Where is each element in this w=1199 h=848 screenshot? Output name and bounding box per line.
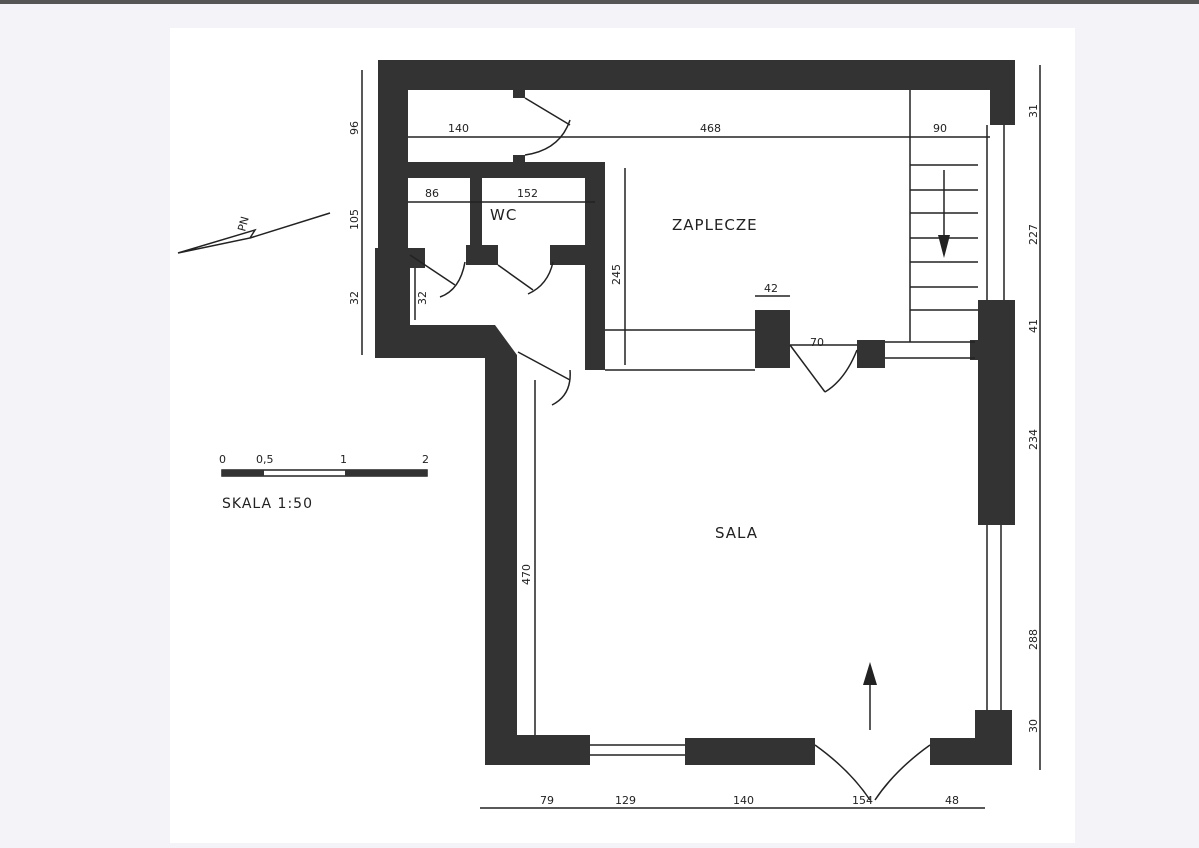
scale-tick: 0 — [219, 453, 226, 466]
doors — [409, 97, 931, 801]
dim-label: 288 — [1027, 629, 1040, 650]
wall-corridor-wc — [378, 162, 605, 178]
stair-arrow-icon — [938, 235, 950, 258]
wall-corner — [975, 710, 1012, 765]
wall-right-top — [990, 60, 1015, 125]
dim-label: 234 — [1027, 429, 1040, 450]
dim-label: 30 — [1027, 719, 1040, 733]
dim-label: 140 — [733, 794, 754, 807]
wall-partition — [470, 175, 482, 250]
dim-label: 48 — [945, 794, 959, 807]
wall-stub — [550, 245, 590, 265]
dim-label: 79 — [540, 794, 554, 807]
wall-bottom-mid — [685, 738, 815, 765]
dim-label: 129 — [615, 794, 636, 807]
room-label-wc: WC — [490, 206, 517, 224]
dim-label: 227 — [1027, 224, 1040, 245]
dim-label: 140 — [448, 122, 469, 135]
dim-label: 154 — [852, 794, 873, 807]
dim-label: 152 — [517, 187, 538, 200]
scale-tick: 1 — [340, 453, 347, 466]
dim-label: 468 — [700, 122, 721, 135]
dimension-lines — [361, 65, 1041, 809]
north-arrow: PN — [177, 212, 331, 254]
door-jamb — [513, 90, 525, 98]
dim-label: 86 — [425, 187, 439, 200]
scale-bar: 0 0,5 1 2 SKALA 1:50 — [219, 453, 429, 512]
dim-label: 41 — [1027, 319, 1040, 333]
dim-label: 32 — [416, 291, 429, 305]
walls — [375, 60, 1015, 765]
north-label: PN — [235, 215, 251, 233]
dimension-labels: 140 468 90 86 152 245 42 70 32 470 96 10… — [348, 104, 1040, 807]
column — [970, 340, 982, 360]
dim-label: 31 — [1027, 104, 1040, 118]
dim-label: 245 — [610, 264, 623, 285]
wall-bottom-left — [485, 735, 590, 765]
windows — [590, 125, 1005, 756]
room-label-zaplecze: ZAPLECZE — [672, 216, 758, 234]
partition-lines — [605, 90, 975, 371]
dim-label: 470 — [520, 564, 533, 585]
room-label-sala: SALA — [715, 524, 758, 542]
dim-label: 70 — [810, 336, 824, 349]
paper-sheet — [170, 28, 1075, 843]
dim-label: 90 — [933, 122, 947, 135]
wall-top — [378, 60, 1015, 90]
wall-angled — [375, 325, 517, 735]
wall-left-upper — [378, 60, 408, 180]
column — [755, 310, 790, 368]
door-jamb — [513, 155, 525, 163]
wall-wc-right — [585, 162, 605, 370]
dim-label: 32 — [348, 291, 361, 305]
north-arrow-icon — [177, 228, 257, 254]
wall-stub — [466, 245, 498, 265]
dim-label: 105 — [348, 209, 361, 230]
column — [857, 340, 885, 368]
scale-label: SKALA 1:50 — [222, 496, 313, 512]
wall-right — [978, 300, 1015, 525]
wall-left-mid — [378, 175, 408, 255]
scale-tick: 2 — [422, 453, 429, 466]
dim-label: 42 — [764, 282, 778, 295]
dim-label: 96 — [348, 121, 361, 135]
stairs — [910, 164, 978, 311]
top-edge — [0, 0, 1199, 4]
entrance-arrow-icon — [863, 662, 877, 685]
room-labels: ZAPLECZE WC SALA — [490, 206, 758, 542]
scale-tick: 0,5 — [256, 453, 274, 466]
